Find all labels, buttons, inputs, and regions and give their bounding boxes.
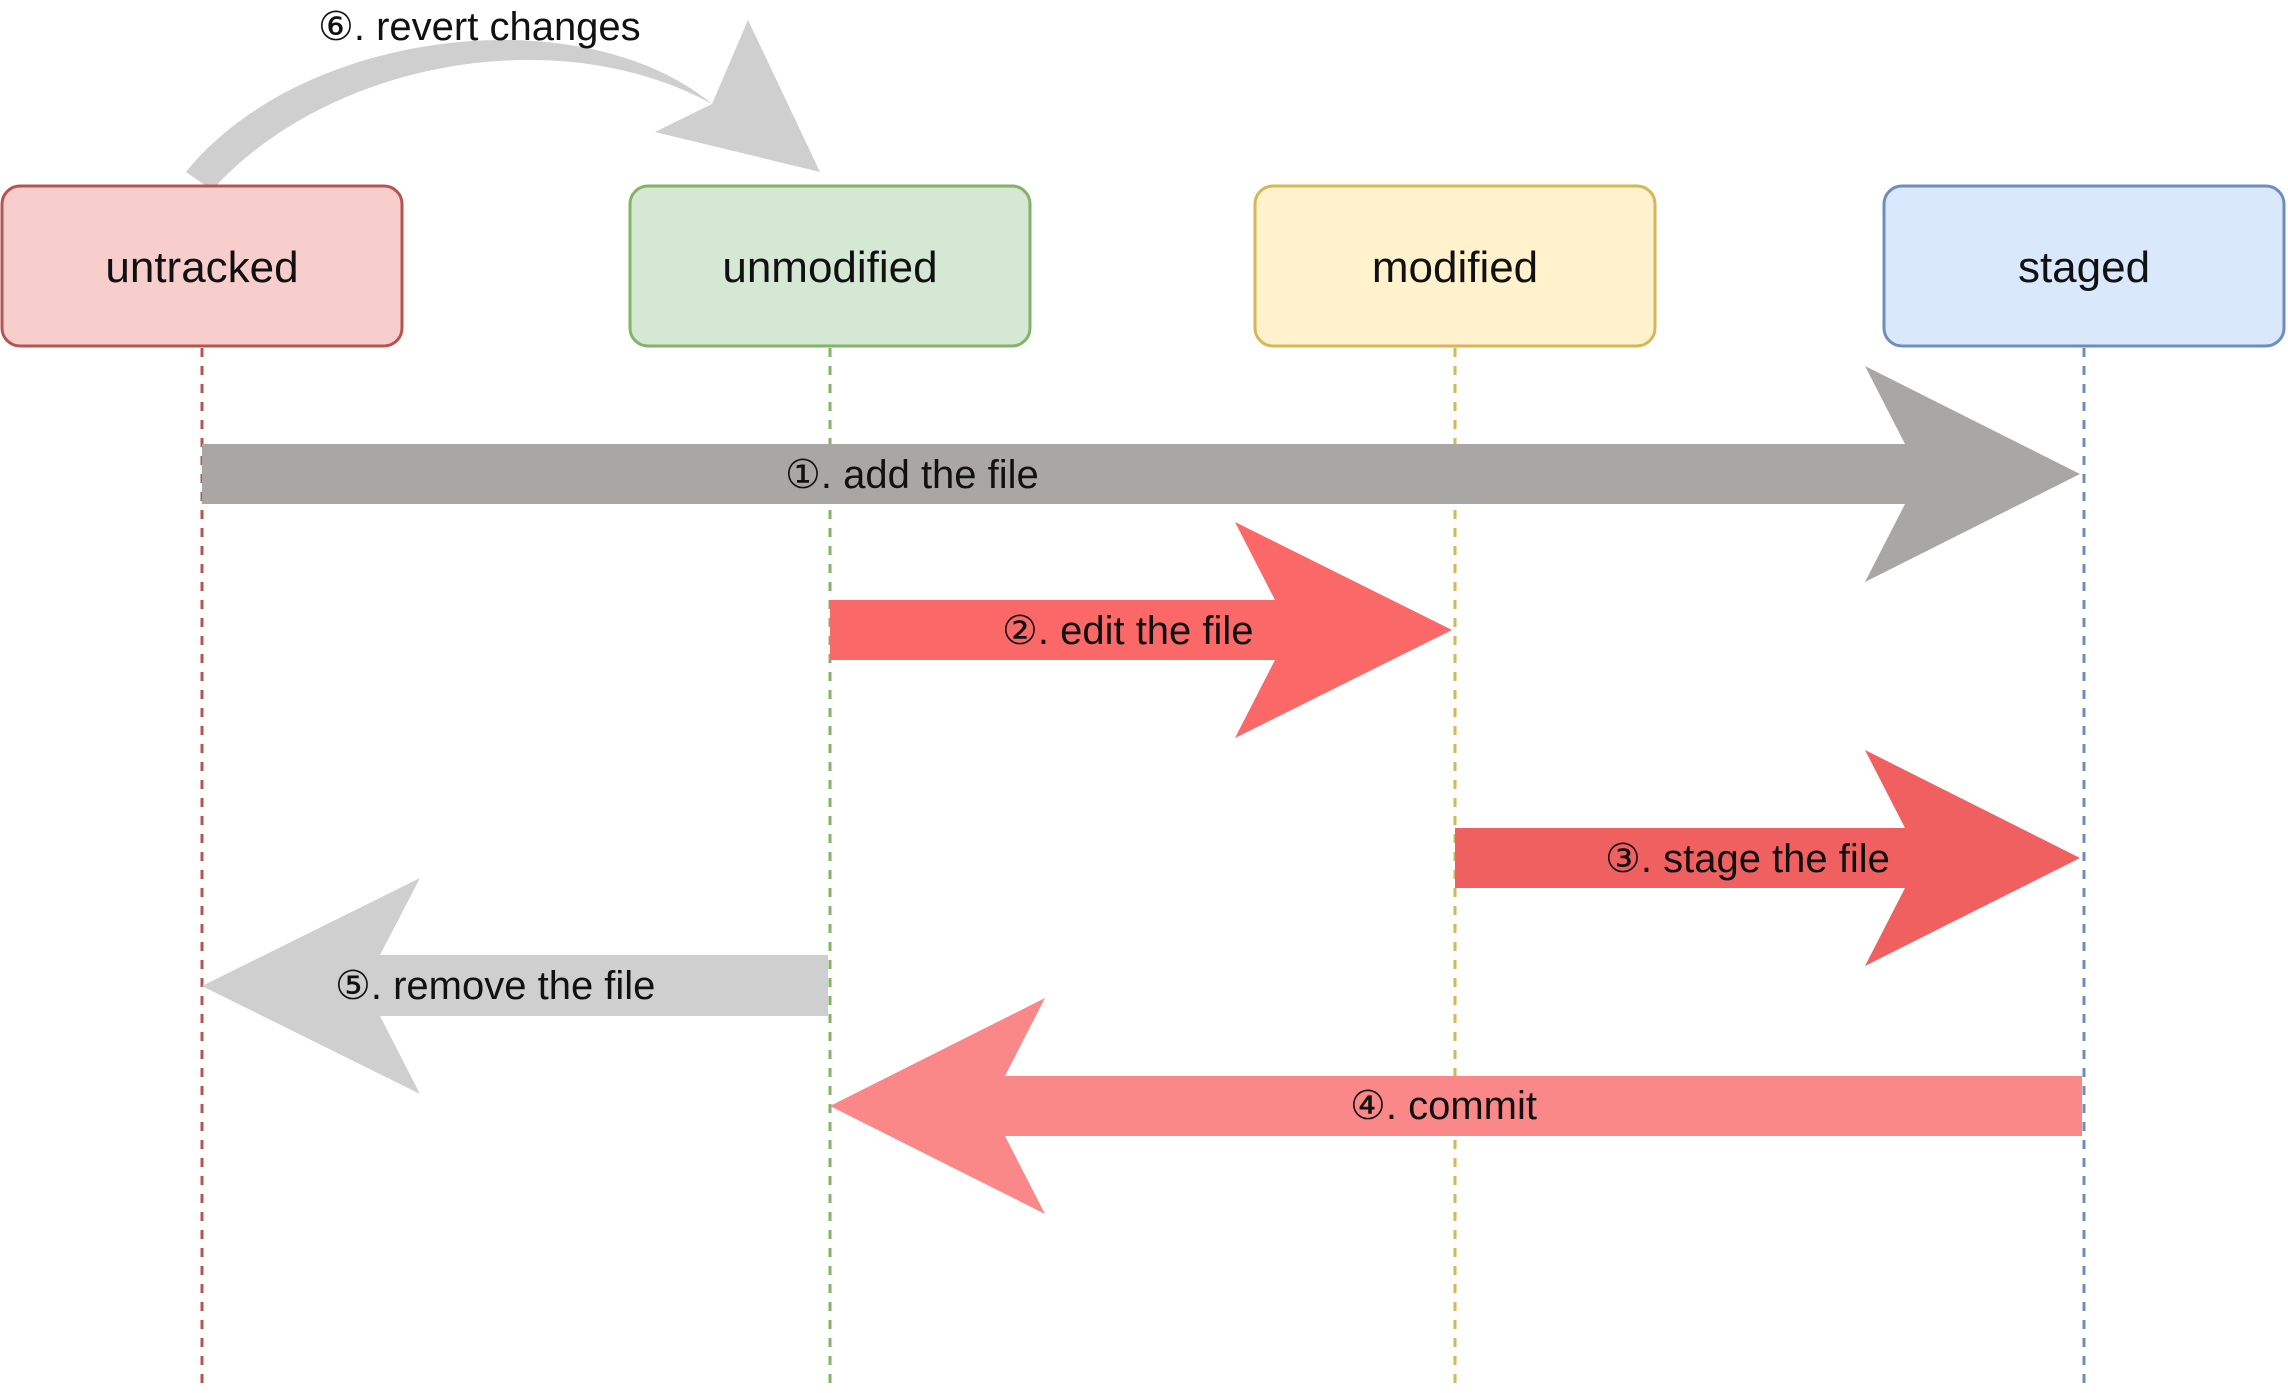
state-untracked: untracked	[0, 184, 404, 348]
label-stage-the-file: ③. stage the file	[1605, 837, 1890, 881]
arrow-add-the-file	[202, 366, 2080, 582]
state-box-staged	[1882, 184, 2286, 348]
arrow-commit	[830, 998, 2082, 1214]
state-label-untracked: untracked	[105, 243, 298, 292]
arrow-stage-the-file	[1455, 750, 2080, 966]
arrow-remove-the-file	[202, 878, 828, 1094]
state-modified: modified	[1253, 184, 1657, 348]
state-unmodified: unmodified	[628, 184, 1032, 348]
state-box-modified	[1253, 184, 1657, 348]
state-box-untracked	[0, 184, 404, 348]
state-label-staged: staged	[2018, 243, 2150, 292]
label-edit-the-file: ②. edit the file	[1002, 609, 1254, 653]
state-staged: staged	[1882, 184, 2286, 348]
arrow-revert-changes	[186, 20, 820, 190]
state-box-unmodified	[628, 184, 1032, 348]
state-label-unmodified: unmodified	[722, 243, 937, 292]
label-add-the-file: ①. add the file	[785, 453, 1039, 497]
arrow-edit-the-file	[830, 522, 1452, 738]
label-revert-changes: ⑥. revert changes	[318, 5, 641, 49]
state-label-modified: modified	[1372, 243, 1538, 292]
label-commit: ④. commit	[1350, 1084, 1537, 1128]
label-remove-the-file: ⑤. remove the file	[335, 964, 655, 1008]
